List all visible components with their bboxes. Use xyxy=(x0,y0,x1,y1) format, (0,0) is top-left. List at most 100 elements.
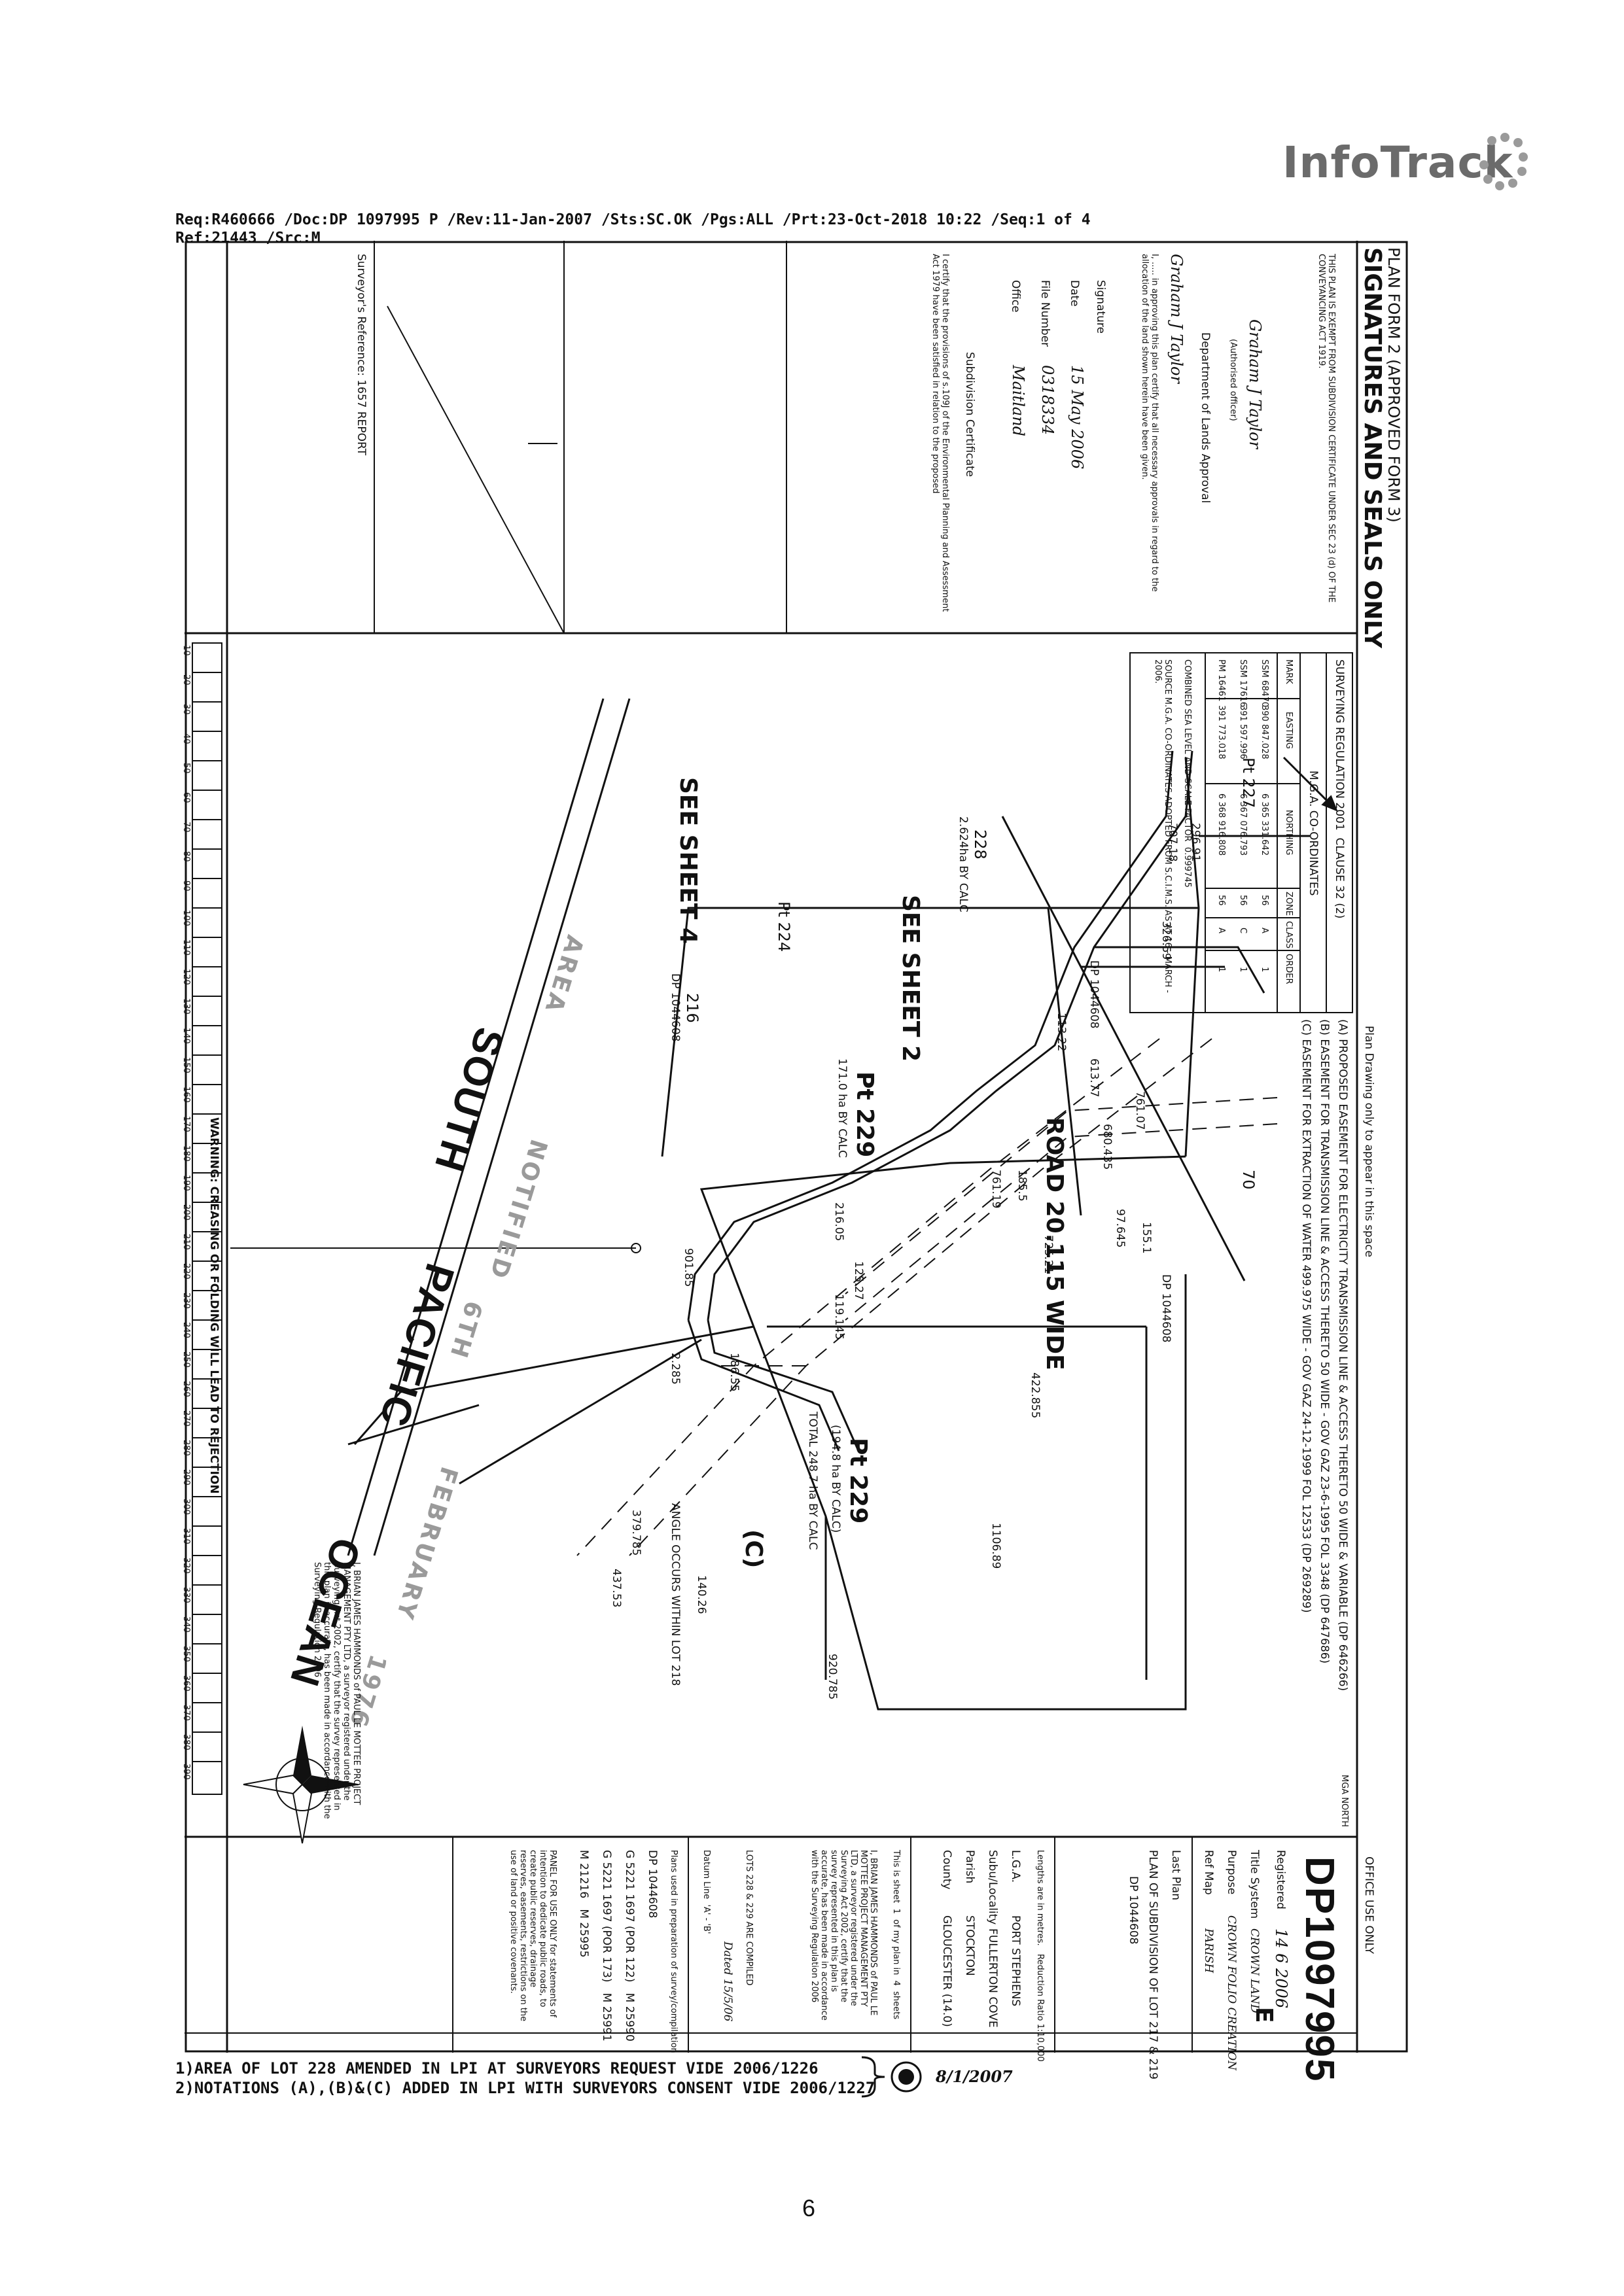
page-number: 6 xyxy=(802,2195,816,2221)
footnote-1: 1)AREA OF LOT 228 AMENDED IN LPI AT SURV… xyxy=(175,2059,819,2078)
c-label: (C) xyxy=(740,1529,767,1569)
length-14: 379.785 xyxy=(629,1510,643,1556)
length-5: 613.77 xyxy=(1087,1058,1101,1098)
scale-37: 380 xyxy=(181,1734,191,1750)
pt-229-main-area: 171.0 ha BY CALC xyxy=(836,1058,849,1158)
plans-used-2: G 5221 1697 (POR 173) M 25991 xyxy=(600,1850,613,2042)
mark-0-easting: 390 847.028 xyxy=(1260,705,1269,759)
mga-north: MGA NORTH xyxy=(1339,1775,1349,1828)
length-21: 761.19 xyxy=(989,1170,1002,1209)
see-sheet-2: SEE SHEET 2 xyxy=(897,895,924,1062)
file-label: File Number xyxy=(1038,280,1051,347)
surveyor-date: Dated 15/5/06 xyxy=(721,1941,734,2022)
coords-table xyxy=(1129,652,1353,1013)
scale-19: 200 xyxy=(181,1204,191,1221)
length-23: 155.1 xyxy=(1140,1222,1153,1254)
scale-8: 90 xyxy=(181,880,191,892)
mark-0-order: 1 xyxy=(1260,967,1269,973)
plans-used-label: Plans used in preparation of survey/comp… xyxy=(669,1850,679,2053)
mark-0-zone: 56 xyxy=(1260,895,1269,906)
form-title: PLAN FORM 2 (APPROVED FORM 3) xyxy=(1385,247,1403,523)
date-value: 15 May 2006 xyxy=(1068,365,1086,470)
last-plan-label: Last Plan xyxy=(1169,1850,1182,1900)
length-3: 761.07 xyxy=(1133,1091,1146,1130)
county-label: County xyxy=(940,1850,953,1890)
scale-24: 250 xyxy=(181,1351,191,1368)
length-9: 422.855 xyxy=(1029,1372,1042,1419)
scale-9: 100 xyxy=(181,910,191,926)
lga-label: L.G.A. xyxy=(1009,1850,1022,1883)
length-17: 125.27 xyxy=(852,1261,865,1300)
length-20: 186.55 xyxy=(728,1353,741,1392)
title-system-label: Title System xyxy=(1248,1850,1261,1919)
road-corridor xyxy=(687,750,1265,1452)
easement-b: (B) EASEMENT FOR TRANSMISSION LINE & ACC… xyxy=(1318,1019,1331,1664)
scale-36: 370 xyxy=(181,1705,191,1721)
surveyors-ref: Surveyor's Reference: 1657 REPORT xyxy=(355,254,368,456)
see-sheet-4: SEE SHEET 4 xyxy=(675,777,701,945)
length-16: 216.05 xyxy=(832,1202,845,1242)
dp-216: 216 xyxy=(683,993,701,1023)
dept-heading: Department of Lands Approval xyxy=(1199,332,1212,504)
scale-17: 180 xyxy=(181,1145,191,1162)
registered-date: 14 6 2006 xyxy=(1272,1928,1290,2009)
date-label: Date xyxy=(1068,280,1081,307)
survey-reg: SURVEYING REGULATION 2001 CLAUSE 32 (2) xyxy=(1333,659,1346,919)
length-7: 97.645 xyxy=(1114,1209,1127,1248)
scale-5: 60 xyxy=(181,792,191,803)
parcel-lines xyxy=(353,757,1310,1711)
length-18: 119.145 xyxy=(832,1294,845,1340)
authorised-officer: (Authorised officer) xyxy=(1228,339,1238,421)
purpose-label: Purpose xyxy=(1225,1850,1238,1895)
ref-line: Ref:21443 /Src:M xyxy=(175,230,321,247)
logo-dots-icon xyxy=(1479,133,1528,190)
mark-0-northing: 6 365 331.642 xyxy=(1260,793,1269,856)
length-11: 920.785 xyxy=(826,1654,839,1700)
dp-label-2: DP 1044608 xyxy=(1087,960,1101,1029)
scale-1: 20 xyxy=(181,674,191,686)
marks-header-4: CLASS xyxy=(1284,921,1294,949)
mark-1-zone: 56 xyxy=(1238,895,1248,906)
scale-6: 70 xyxy=(181,822,191,833)
bracket-icon xyxy=(861,2056,885,2098)
lot-70: 70 xyxy=(1239,1170,1258,1190)
length-4: 680.435 xyxy=(1101,1124,1114,1170)
mark-0-name: SSM 68470 xyxy=(1260,659,1269,708)
scale-27: 280 xyxy=(181,1440,191,1456)
pt-224: Pt 224 xyxy=(775,901,793,952)
pt-229-main: Pt 229 xyxy=(851,1071,878,1158)
marks-header-0: MARK xyxy=(1284,659,1294,684)
plan-of-dp: DP 1044608 xyxy=(1127,1876,1140,1945)
parish: STOCKTON xyxy=(963,1915,976,1976)
scale-32: 330 xyxy=(181,1587,191,1603)
angle-note: ANGLE OCCURS WITHIN LOT 218 xyxy=(669,1503,682,1686)
plans-used-0: DP 1044608 xyxy=(646,1850,659,1919)
lot-228-area: 2.624ha BY CALC xyxy=(957,816,970,913)
total-area: TOTAL 248.7 ha BY CALC xyxy=(806,1412,819,1550)
mark-1-name: SSM 17616 xyxy=(1238,659,1248,708)
mark-2-zone: 56 xyxy=(1216,895,1226,906)
registered-label: Registered xyxy=(1274,1850,1287,1909)
dp-label-3: DP 1044608 xyxy=(1159,1274,1173,1343)
scale-33: 340 xyxy=(181,1616,191,1633)
mark-1-easting: 391 597.996 xyxy=(1238,705,1248,759)
marks-header-1: EASTING xyxy=(1284,712,1294,749)
officer-statement: I, ..... in approving this plan certify … xyxy=(1140,254,1159,592)
scale-21: 220 xyxy=(181,1263,191,1279)
mark-2-northing: 6 368 916.808 xyxy=(1216,793,1226,856)
north-arrow-icon xyxy=(243,1726,361,1844)
pt-227: Pt 227 xyxy=(1239,757,1258,809)
plan-drawing xyxy=(185,241,1408,2053)
length-19: 2.285 xyxy=(669,1353,682,1385)
locality-label: Subu/Locality xyxy=(986,1850,999,1925)
lot-228: 228 xyxy=(971,829,989,860)
parish-label: Parish xyxy=(963,1850,976,1884)
mark-2-easting: 391 773.018 xyxy=(1216,705,1226,759)
sheet-of: This is sheet 1 of my plan in 4 sheets xyxy=(891,1850,901,2020)
dp-216-dp: DP 1044608 xyxy=(669,973,682,1042)
easement-a: (A) PROPOSED EASEMENT FOR ELECTRICITY TR… xyxy=(1336,1019,1349,1692)
request-line: Req:R460666 /Doc:DP 1097995 P /Rev:11-Ja… xyxy=(175,211,1091,228)
file-value: 0318334 xyxy=(1038,365,1057,435)
scale-34: 350 xyxy=(181,1646,191,1662)
scale-30: 310 xyxy=(181,1528,191,1544)
